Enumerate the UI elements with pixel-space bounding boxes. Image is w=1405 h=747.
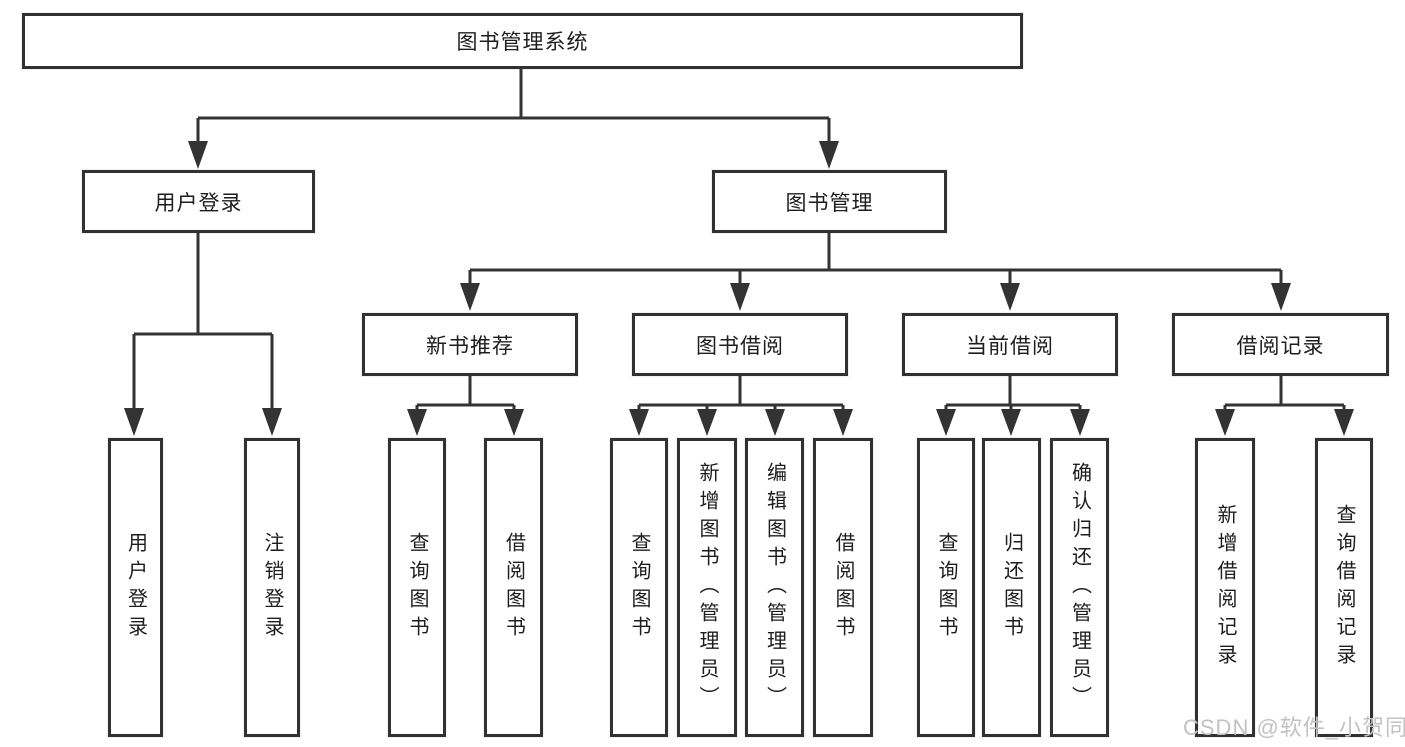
node-label: 图书借阅 [696,334,784,358]
node-label: 注销登录 [261,531,283,644]
connector-current-borrow-children [936,376,1090,436]
node-book-management: 图书管理 [712,170,947,233]
leaf-query-books-1: 查询图书 [388,438,446,737]
node-label: 归还图书 [1000,531,1023,644]
connector-book-management-children [460,233,1291,311]
watermark: CSDN @软件_小贺同学 [1183,715,1405,740]
leaf-add-books-admin: 新增图书（管理员） [677,438,737,737]
node-label: 新增借阅记录 [1214,503,1236,672]
leaf-borrow-books-2: 借阅图书 [813,438,873,737]
leaf-add-borrow-record: 新增借阅记录 [1195,438,1255,737]
node-label: 查询借阅记录 [1333,503,1355,672]
node-user-login: 用户登录 [82,170,315,233]
node-label: 新书推荐 [426,334,514,358]
node-library-management-system: 图书管理系统 [22,13,1023,69]
node-label: 查询图书 [935,531,957,644]
leaf-return-books: 归还图书 [982,438,1041,737]
node-label: 用户登录 [124,531,147,644]
leaf-borrow-books-1: 借阅图书 [484,438,543,737]
leaf-user-login: 用户登录 [108,438,163,737]
node-label: 查询图书 [406,531,428,644]
connector-new-book-children [407,376,524,436]
node-label: 用户登录 [154,191,243,215]
node-label: 图书管理系统 [456,31,589,54]
node-book-borrowing: 图书借阅 [632,313,848,376]
node-label: 借阅图书 [502,531,525,644]
node-current-borrowing: 当前借阅 [902,313,1118,376]
node-label: 编辑图书（管理员） [763,461,786,714]
node-label: 当前借阅 [966,334,1054,358]
connector-user-login-children [124,233,282,436]
leaf-query-books-3: 查询图书 [917,438,975,737]
connector-book-borrow-children [629,376,853,436]
leaf-logout: 注销登录 [244,438,300,737]
node-new-book-recommendation: 新书推荐 [362,313,578,376]
node-label: 新增图书（管理员） [696,461,718,714]
leaf-query-borrow-record: 查询借阅记录 [1315,438,1373,737]
connector-borrow-record-children [1215,376,1354,436]
connector-root-to-level2 [188,69,839,169]
leaf-edit-books-admin: 编辑图书（管理员） [745,438,804,737]
leaf-query-books-2: 查询图书 [610,438,668,737]
node-borrowing-records: 借阅记录 [1172,313,1389,376]
node-label: 查询图书 [628,531,650,644]
node-label: 确认归还（管理员） [1068,461,1091,714]
leaf-confirm-return-admin: 确认归还（管理员） [1050,438,1109,737]
node-label: 借阅记录 [1236,334,1325,358]
node-label: 借阅图书 [832,531,854,644]
node-label: 图书管理 [785,191,874,215]
